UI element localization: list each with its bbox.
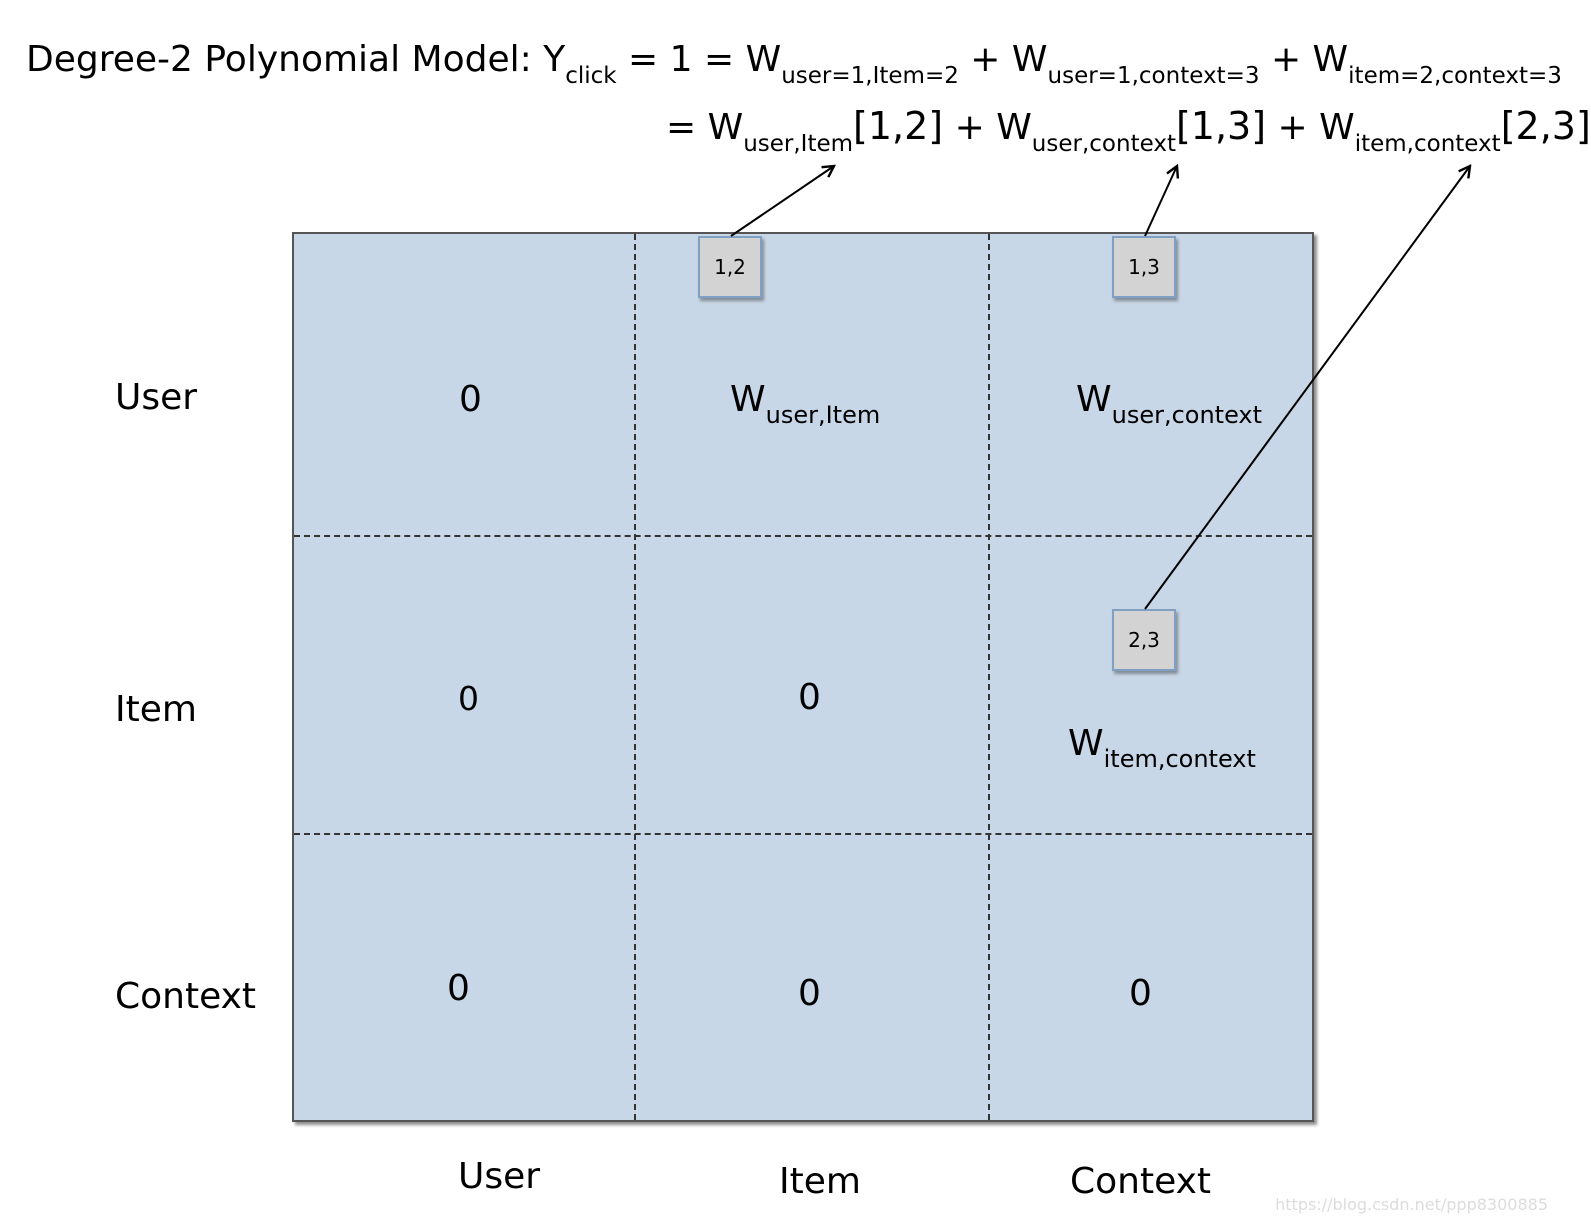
equation2-index-c: [2,3] [1500,104,1591,148]
weight-sub: user,Item [765,401,881,429]
index-box-1-3: 1,3 [1112,236,1176,298]
equation-prefix: Degree-2 Polynomial Model: Y [26,39,566,80]
col-label-context: Context [1070,1161,1212,1202]
equation2-sub-user-item: user,Item [743,131,854,157]
equation2-sub-item-context: item,context [1354,131,1501,157]
row-divider-1 [294,535,1312,537]
equation2-index-a: [1,2] [853,104,944,148]
equation-sub-item-context: item=2,context=3 [1348,63,1562,89]
column-divider-1 [634,234,636,1120]
weight-sub: user,context [1111,401,1263,429]
cell-item-item: 0 [798,677,821,718]
row-label-user: User [115,377,198,418]
equation-line-1: Degree-2 Polynomial Model: Yclick = 1 = … [26,39,1562,88]
weight-matrix: 0 Wuser,Item Wuser,context 0 0 Witem,con… [292,232,1314,1122]
cell-user-context-weight: Wuser,context [1076,379,1262,428]
cell-item-context-weight: Witem,context [1068,723,1256,772]
weight-base: W [730,379,766,420]
equation-plus-c: + W [1259,39,1349,80]
cell-context-user: 0 [447,968,470,1009]
equation-plus-b: + W [958,39,1048,80]
column-divider-2 [988,234,990,1120]
row-divider-2 [294,833,1312,835]
equation-line-2: = Wuser,Item[1,2] + Wuser,context[1,3] +… [666,104,1591,156]
equation-sub-click: click [565,63,617,89]
index-box-1-2: 1,2 [698,236,762,298]
equation2-index-b: [1,3] [1175,104,1267,148]
arrow-1-2 [730,166,834,237]
cell-item-user: 0 [458,679,479,718]
watermark: https://blog.csdn.net/ppp8300885 [1275,1195,1548,1214]
cell-context-context: 0 [1129,973,1152,1014]
col-label-user: User [458,1156,541,1197]
equation-mid: = 1 = W [616,39,782,80]
weight-base: W [1076,379,1112,420]
arrows-layer [730,0,1556,610]
weight-sub: item,context [1103,745,1256,773]
equation-sub-user-context: user=1,context=3 [1047,63,1260,89]
equation2-prefix: = W [666,107,744,148]
equation2-plus-b: + W [943,107,1032,148]
weight-base: W [1068,723,1104,764]
arrow-1-3 [1144,166,1177,237]
cell-user-item-weight: Wuser,Item [730,379,880,428]
equation-sub-user-item: user=1,Item=2 [781,63,959,89]
col-label-item: Item [779,1161,861,1202]
cell-context-item: 0 [798,973,821,1014]
equation2-sub-user-context: user,context [1031,131,1176,157]
index-box-2-3: 2,3 [1112,609,1176,671]
arrow-2-3 [1144,166,1470,610]
row-label-item: Item [115,689,197,730]
row-label-context: Context [115,976,257,1017]
cell-user-user: 0 [459,379,482,420]
equation2-plus-c: + W [1266,107,1355,148]
